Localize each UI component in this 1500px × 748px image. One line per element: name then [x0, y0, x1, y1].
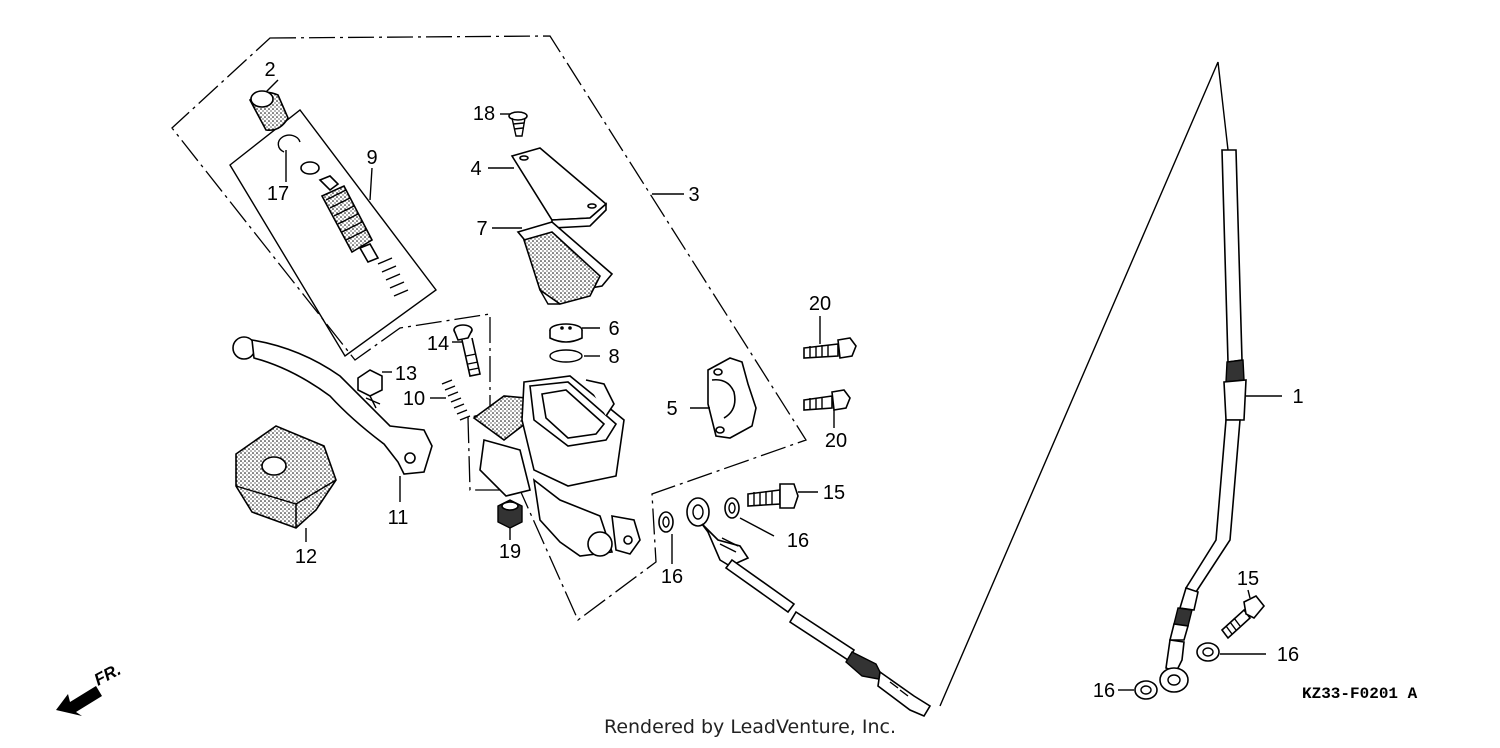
part-6-plate: [549, 323, 583, 343]
part-17-circlip: [277, 134, 301, 153]
callout-10: 10: [403, 388, 425, 410]
callout-11: 11: [388, 507, 409, 529]
callout-7: 7: [476, 218, 487, 240]
part-15-bolt-lower: [1220, 594, 1266, 640]
part-5-holder: [707, 357, 757, 439]
callout-1: 1: [1292, 386, 1303, 408]
part-15-bolt-upper: [747, 483, 799, 509]
callout-9: 9: [366, 147, 377, 169]
part-18-screw: [508, 111, 528, 137]
hose-leader-lines: [939, 61, 1229, 707]
callout-17: 17: [267, 183, 289, 205]
hose-lower-segment: [788, 610, 932, 718]
part-10-spring: [441, 379, 471, 421]
part-19-cap: [497, 499, 523, 529]
part-14-pivot-bolt: [453, 324, 481, 377]
part-16-washer-a: [724, 497, 740, 519]
part-13-nut: [357, 369, 383, 409]
callout-15-upper: 15: [823, 482, 845, 504]
callout-20-lower: 20: [825, 430, 847, 452]
callout-14: 14: [427, 333, 449, 355]
callout-leaders: [265, 79, 1282, 691]
callout-13: 13: [395, 363, 417, 385]
callout-2: 2: [264, 59, 275, 81]
callout-6: 6: [608, 318, 619, 340]
part-4-reservoir-cap: [510, 147, 608, 229]
master-cylinder-body: [472, 375, 641, 557]
callout-15-lower: 15: [1237, 568, 1259, 590]
callout-19: 19: [499, 541, 521, 563]
part-2-dust-boot: [249, 90, 289, 132]
callout-16-lower-right: 16: [1277, 644, 1299, 666]
callout-16-lower-left: 16: [1093, 680, 1115, 702]
part-16-washer-c: [1196, 642, 1220, 662]
hose-upper-banjo: [686, 497, 796, 614]
part-1-brake-hose: [1159, 149, 1247, 693]
diagram-code: KZ33-F0201 A: [1302, 685, 1418, 703]
piston-set-9-boundary: [229, 109, 437, 358]
callout-16-left: 16: [661, 566, 683, 588]
front-marker-label: FR.: [91, 660, 124, 690]
callout-8: 8: [608, 346, 619, 368]
callout-5: 5: [666, 398, 677, 420]
render-credit: Rendered by LeadVenture, Inc.: [603, 716, 897, 738]
callout-16-right: 16: [787, 530, 809, 552]
part-20-bolt-lower: [803, 389, 851, 411]
part-8-ring: [549, 349, 583, 363]
front-arrow-icon: FR.: [56, 660, 124, 716]
callout-20-upper: 20: [809, 293, 831, 315]
part-12-cover: [235, 425, 337, 529]
part-7-diaphragm: [516, 221, 614, 305]
part-9-piston: [300, 161, 409, 297]
callout-12: 12: [295, 546, 317, 568]
callout-3: 3: [688, 184, 699, 206]
callout-18: 18: [473, 103, 495, 125]
part-11-lever: [232, 336, 433, 475]
callout-4: 4: [470, 158, 481, 180]
assembly-3-boundary: [171, 35, 807, 622]
part-16-washer-b: [658, 511, 674, 533]
part-20-bolt-upper: [803, 337, 857, 359]
part-16-washer-d: [1134, 680, 1158, 700]
